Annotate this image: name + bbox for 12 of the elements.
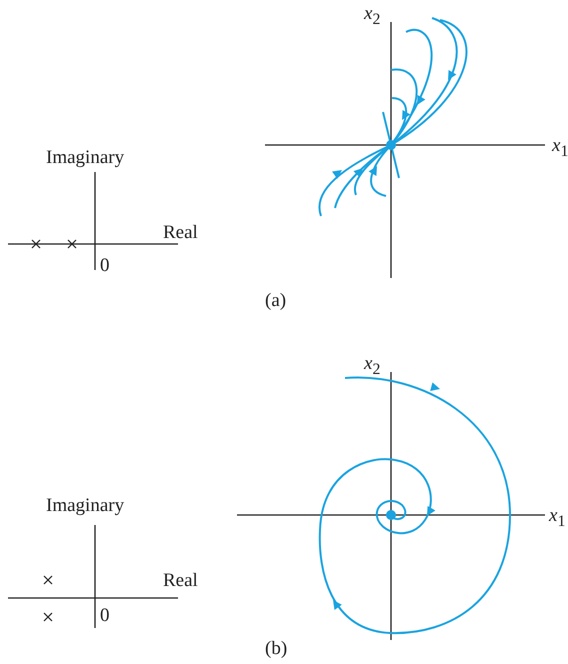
figure-caption: (a) xyxy=(265,290,286,312)
axis-title: Imaginary xyxy=(46,147,124,169)
axis-title: Real xyxy=(163,570,198,592)
axis-label: x$_{2}$ xyxy=(364,3,380,30)
origin-label: 0 xyxy=(100,255,110,277)
axis-title: Real xyxy=(163,222,198,244)
origin-label: 0 xyxy=(100,605,110,627)
axis-label: x$_{1}$ xyxy=(552,135,568,162)
axis-label: x$_{2}$ xyxy=(364,353,380,380)
axis-label: x$_{1}$ xyxy=(549,505,566,532)
axis-title: Imaginary xyxy=(46,495,124,517)
figure-caption: (b) xyxy=(265,638,288,660)
